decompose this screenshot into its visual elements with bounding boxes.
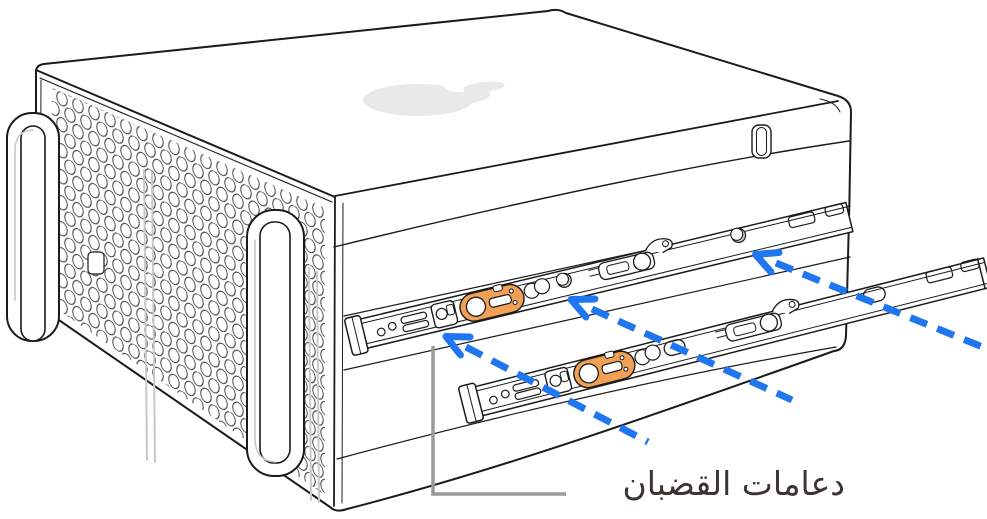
- bottom-seam: [336, 346, 837, 460]
- rail-lock-mechanism: [715, 298, 800, 342]
- callout-label: دعامات القضبان: [622, 464, 845, 503]
- front-top-edge: [35, 69, 336, 198]
- side-top-edge: [334, 100, 839, 197]
- handle-left: [6, 112, 60, 342]
- arrow-right-icon: [752, 249, 987, 352]
- apple-logo-icon: [363, 80, 505, 116]
- rail-orange-slot: [459, 283, 525, 322]
- rail-latch-block: [430, 300, 459, 329]
- lid-seam: [333, 140, 850, 248]
- rail-peg-hole: [663, 339, 686, 357]
- rail-mount-peg: [555, 272, 572, 288]
- arrow-left-icon: [442, 333, 650, 446]
- arrow-middle-icon: [567, 295, 794, 404]
- front-right-edge: [333, 196, 336, 507]
- rail-mount-peg: [730, 227, 747, 244]
- side-rail-attached: [344, 201, 854, 356]
- grille-clip: [87, 251, 105, 275]
- rail-orange-slot: [573, 350, 636, 389]
- rail-lock-mechanism: [588, 238, 673, 281]
- callout-line: [431, 346, 566, 496]
- side-latch-slot: [751, 124, 772, 159]
- handle-right: [246, 209, 305, 477]
